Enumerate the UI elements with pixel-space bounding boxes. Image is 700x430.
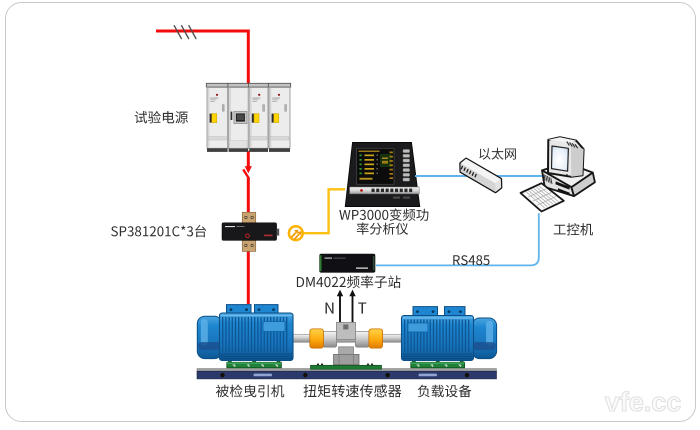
svg-text:vfe.cc: vfe.cc	[605, 387, 682, 417]
